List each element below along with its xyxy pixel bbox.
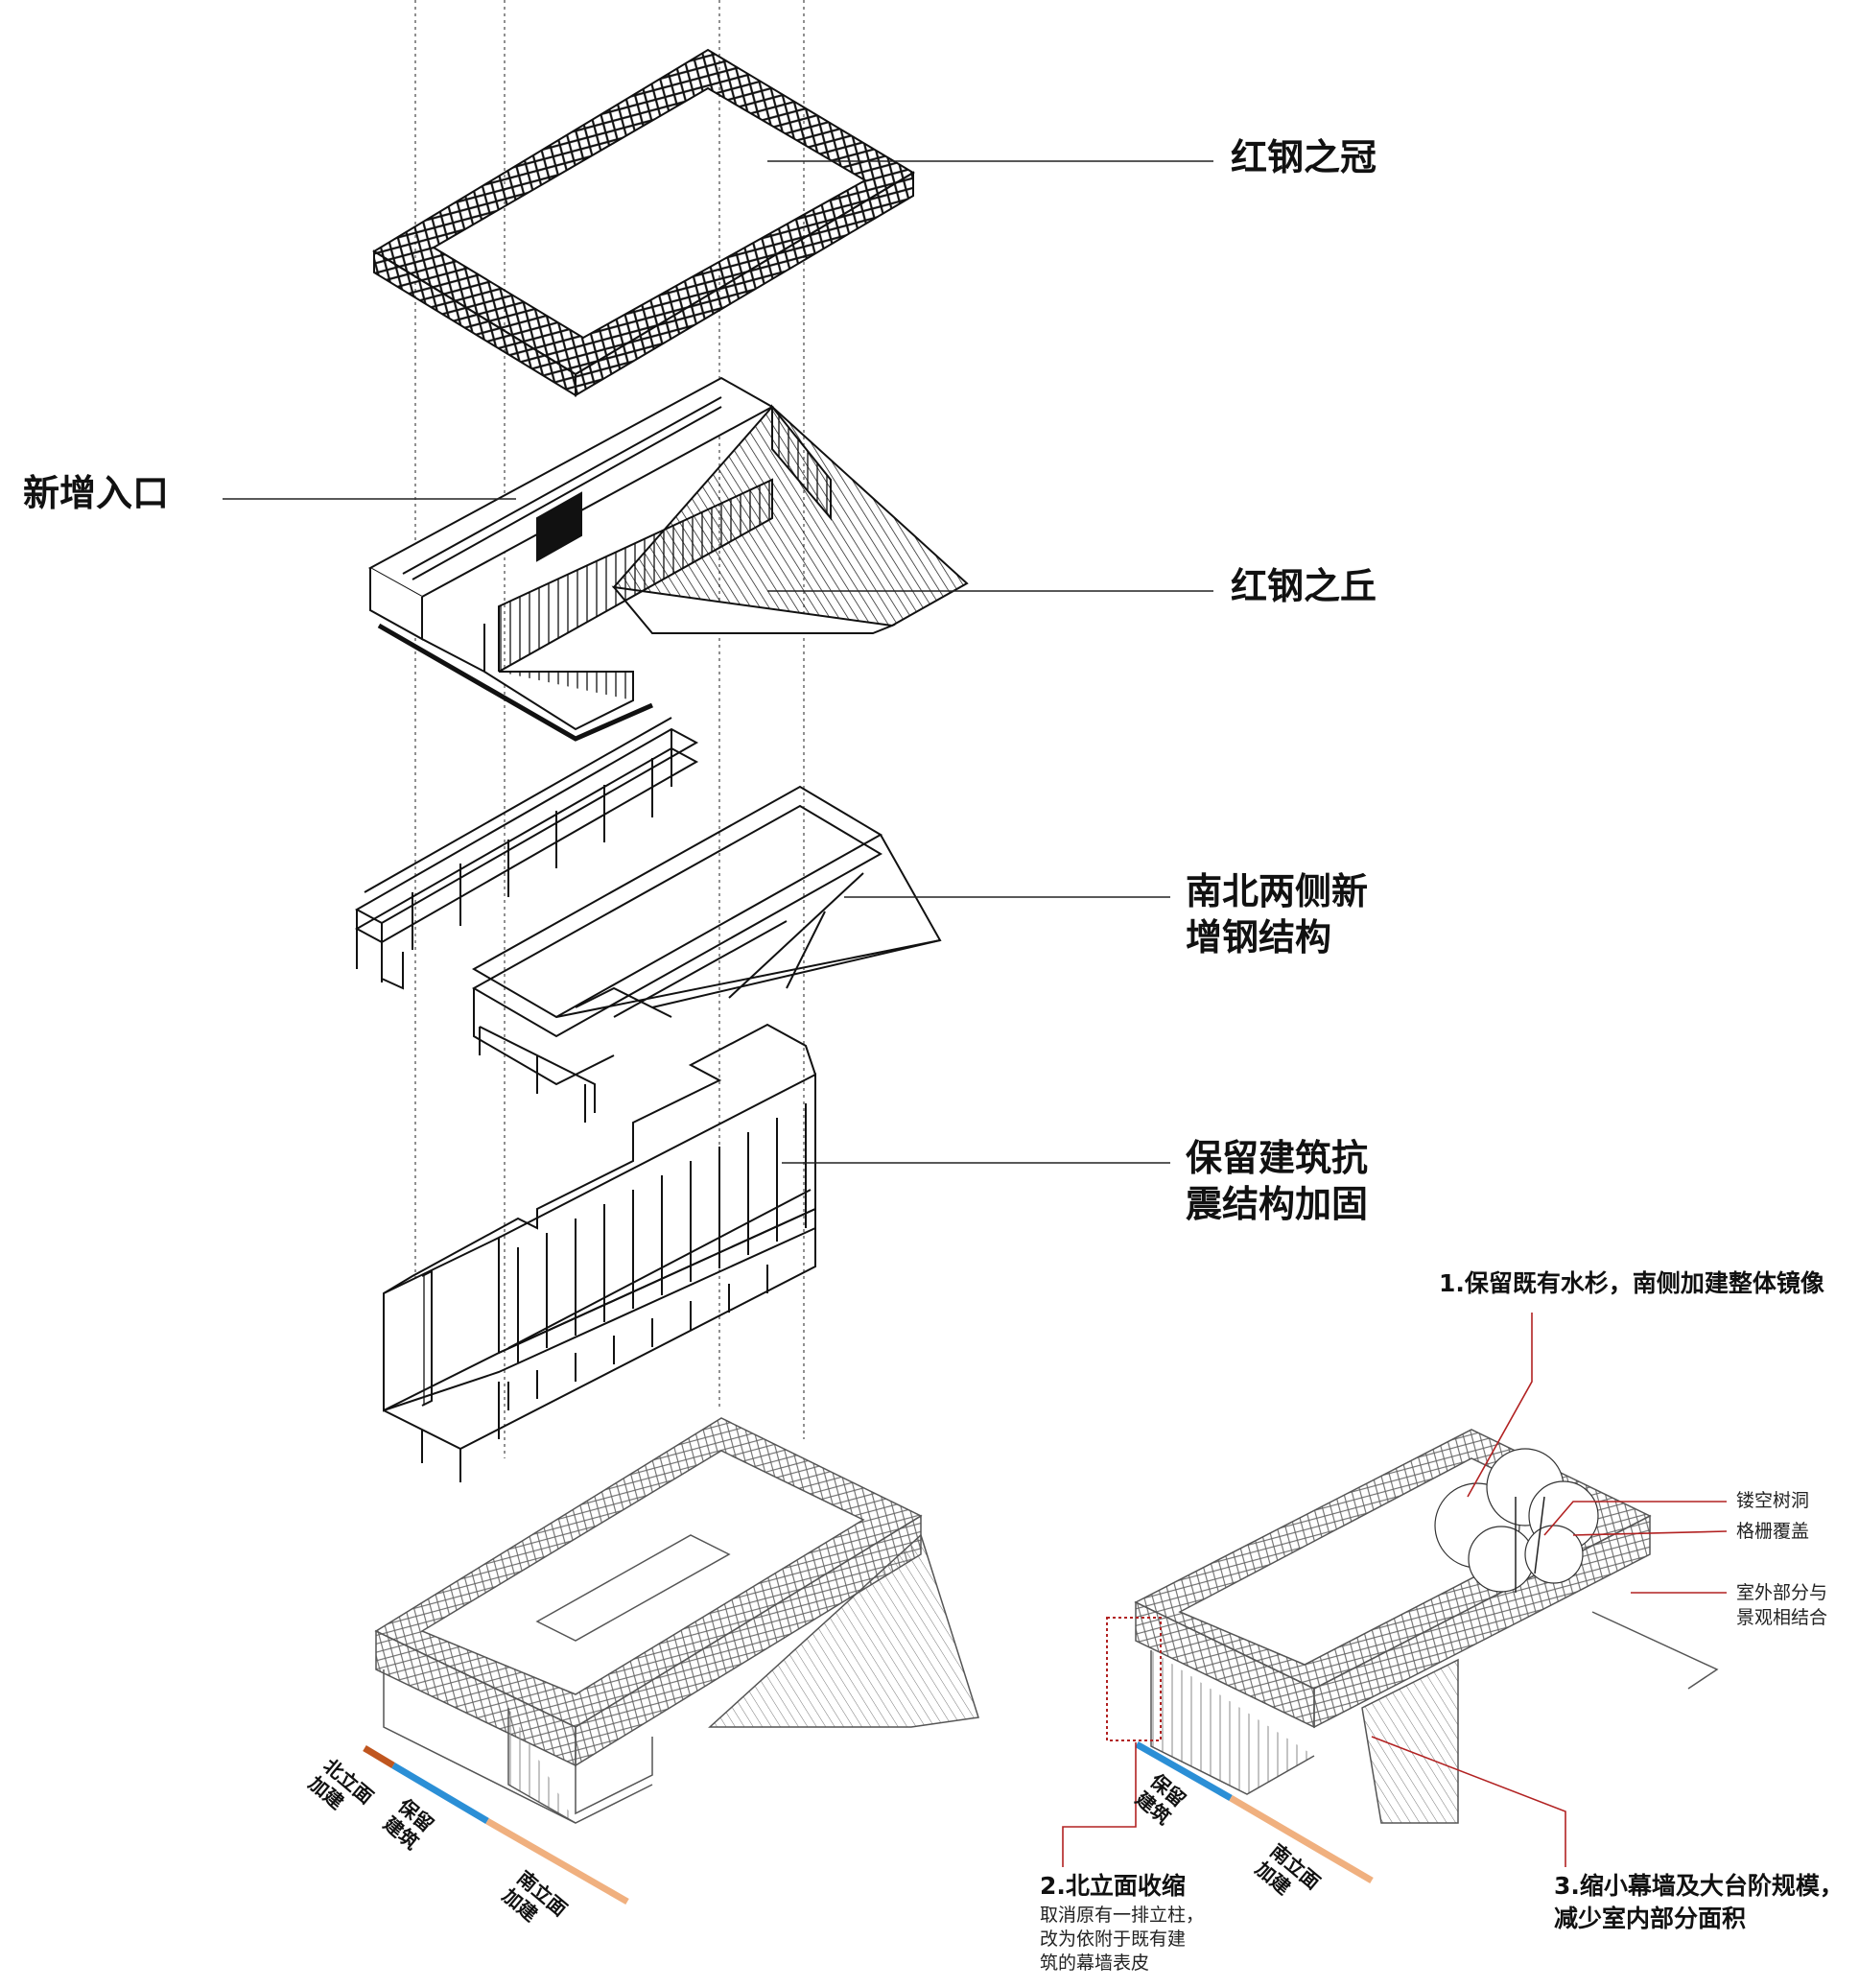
note-north-facade-body1: 取消原有一排立柱， (1040, 1905, 1205, 1926)
assembled-building-right (1134, 1429, 1719, 1824)
label-steel-dune: 红钢之丘 (1231, 565, 1377, 607)
note-north-facade-title: 2.北立面收缩 (1040, 1872, 1186, 1900)
label-new-steel-line2: 增钢结构 (1186, 916, 1332, 958)
north-facade-highlight (1106, 1617, 1162, 1741)
label-new-steel-line1: 南北两侧新 (1186, 870, 1369, 912)
note-north-facade-body3: 筑的幕墙表皮 (1040, 1952, 1150, 1974)
legend-bands-right (1135, 1740, 1374, 1884)
legend-bands-left (363, 1744, 629, 1905)
note-north-facade-body2: 改为依附于既有建 (1040, 1929, 1187, 1950)
label-new-entrance: 新增入口 (23, 472, 170, 514)
note-shrink-line1: 3.缩小幕墙及大台阶规模， (1554, 1872, 1844, 1900)
label-steel-crown: 红钢之冠 (1231, 136, 1377, 178)
retained-band-left (391, 1762, 489, 1825)
note-hollow-tree-hole: 镂空树洞 (1736, 1490, 1810, 1511)
retained-building (383, 1023, 816, 1482)
note-grid-cover: 格栅覆盖 (1736, 1521, 1810, 1542)
annotation-lines-red (1062, 1313, 1728, 1867)
note-shrink-line2: 减少室内部分面积 (1554, 1905, 1747, 1932)
note-outdoor-line2: 景观相结合 (1736, 1607, 1828, 1628)
note-keep-tree: 1.保留既有水杉，南侧加建整体镜像 (1439, 1269, 1824, 1297)
south-band-right (1229, 1794, 1374, 1884)
south-band-left (485, 1817, 629, 1905)
steel-dune-level (367, 376, 969, 742)
assembled-building-left (374, 1417, 979, 1824)
steel-crown-ring (372, 48, 915, 397)
new-steel-structures (354, 717, 942, 1123)
label-reinforce-line1: 保留建筑抗 (1186, 1137, 1369, 1179)
north-band (363, 1744, 395, 1769)
label-reinforce-line2: 震结构加固 (1186, 1183, 1369, 1225)
leader-lines (223, 160, 1213, 1164)
note-outdoor-line1: 室外部分与 (1736, 1582, 1828, 1603)
retained-band-right (1135, 1740, 1233, 1802)
